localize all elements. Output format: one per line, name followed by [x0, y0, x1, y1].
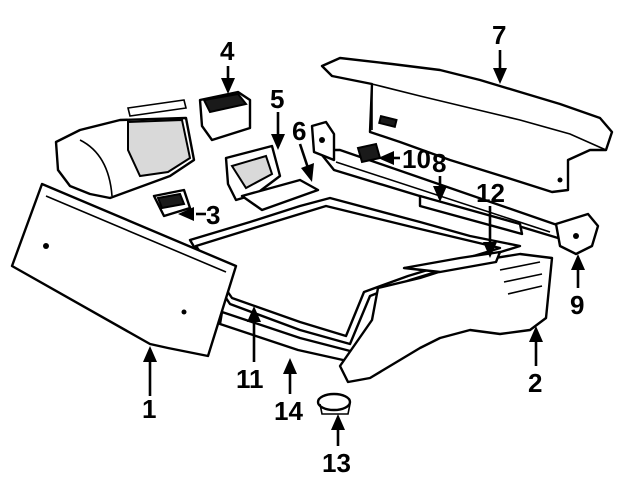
- left-quarter-trim-panel: [54, 99, 196, 200]
- callout-9: 9: [570, 290, 584, 320]
- callout-8: 8: [432, 148, 446, 178]
- trunk-front-panel-part-1: [10, 182, 238, 358]
- trunk-clip-part-10: [356, 142, 382, 164]
- callout-4: 4: [220, 36, 235, 66]
- callout-1: 1: [142, 394, 156, 424]
- callout-2: 2: [528, 368, 542, 398]
- trunk-cover-part-3: [152, 188, 192, 218]
- callout-leaders: [143, 50, 585, 446]
- callout-labels: 1 2 3 4 5 6 7 8 9 10 11 12 13 14: [142, 20, 584, 478]
- callout-6: 6: [292, 116, 306, 146]
- callout-7: 7: [492, 20, 506, 50]
- callout-10: 10: [402, 144, 431, 174]
- trunk-bracket-part-9: [554, 212, 600, 256]
- rear-package-shelf: [320, 56, 614, 194]
- callout-11: 11: [236, 364, 264, 394]
- trunk-trim-block-part-4: [198, 90, 252, 142]
- callout-13: 13: [322, 448, 351, 478]
- trunk-trim-piece-part-5: [224, 144, 320, 212]
- trunk-cap-part-13: [316, 392, 352, 415]
- trunk-bracket-part-6: [310, 120, 336, 162]
- callout-5: 5: [270, 84, 284, 114]
- callout-3: 3: [206, 200, 220, 230]
- callout-14: 14: [274, 396, 303, 426]
- right-quarter-trim-part-2: [338, 250, 554, 384]
- trunk-floor-carpet: [188, 196, 522, 346]
- callout-12: 12: [476, 178, 505, 208]
